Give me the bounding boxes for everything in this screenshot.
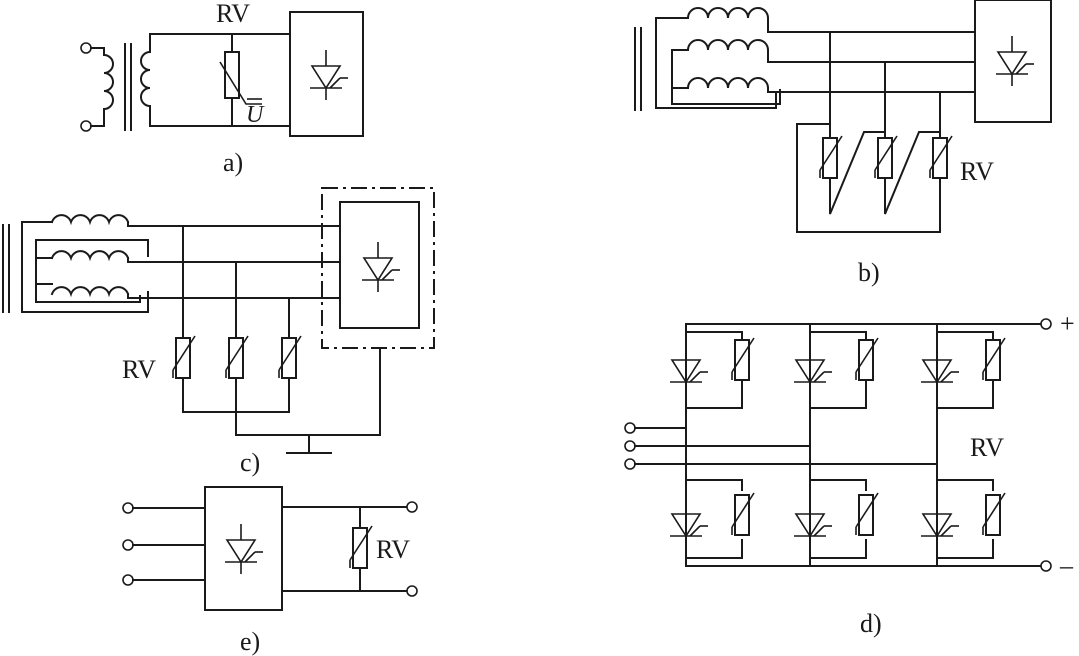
terminal — [122, 539, 134, 551]
varistor-icon — [874, 135, 898, 179]
varistor-icon — [731, 492, 755, 536]
terminal — [624, 422, 636, 434]
caption-b: b) — [858, 258, 880, 287]
thyristor-icon — [793, 497, 833, 549]
converter-block — [204, 486, 283, 611]
label-plus: + — [1060, 309, 1075, 338]
varistor-icon — [731, 337, 755, 381]
terminal — [80, 42, 92, 54]
varistor-icon — [349, 525, 373, 569]
caption-e: e) — [240, 627, 260, 656]
label-rv: RV — [216, 0, 250, 28]
thyristor-icon — [669, 497, 709, 549]
thyristor-icon — [920, 497, 960, 549]
varistor-icon — [278, 335, 302, 379]
varistor-icon — [929, 135, 953, 179]
varistor-characteristic — [219, 61, 262, 105]
varistor-icon — [982, 492, 1006, 536]
enclosure-boundary — [321, 187, 435, 349]
varistor-icon — [225, 335, 249, 379]
terminal — [406, 501, 418, 513]
label-rv: RV — [122, 355, 156, 384]
label-minus: – — [1059, 551, 1074, 580]
caption-c: c) — [240, 448, 260, 477]
caption-d: d) — [860, 609, 882, 638]
terminal — [122, 502, 134, 514]
terminal — [1040, 560, 1052, 572]
terminal — [624, 458, 636, 470]
panel-a: RV U a) — [80, 0, 364, 177]
label-rv: RV — [376, 535, 410, 564]
terminal — [1040, 318, 1052, 330]
label-rv: RV — [970, 433, 1004, 462]
panel-c: RV c) — [2, 187, 435, 477]
terminal — [406, 585, 418, 597]
varistor-icon — [982, 337, 1006, 381]
label-u: U — [246, 102, 265, 128]
thyristor-icon — [669, 343, 709, 395]
varistor-icon — [855, 337, 879, 381]
panel-d: + – — [624, 309, 1075, 638]
converter-block — [339, 201, 420, 329]
varistor-icon — [172, 335, 196, 379]
label-rv: RV — [960, 157, 994, 186]
thyristor-icon — [793, 343, 833, 395]
terminal — [624, 440, 636, 452]
thyristor-icon — [920, 343, 960, 395]
converter-block — [289, 11, 364, 137]
varistor — [224, 51, 240, 99]
terminal — [122, 574, 134, 586]
varistor-icon — [819, 135, 843, 179]
varistor-icon — [855, 492, 879, 536]
panel-e: RV e) — [122, 486, 418, 656]
converter-block — [974, 0, 1052, 123]
terminal — [80, 120, 92, 132]
caption-a: a) — [223, 148, 243, 177]
panel-b: RV b) — [634, 0, 1052, 287]
